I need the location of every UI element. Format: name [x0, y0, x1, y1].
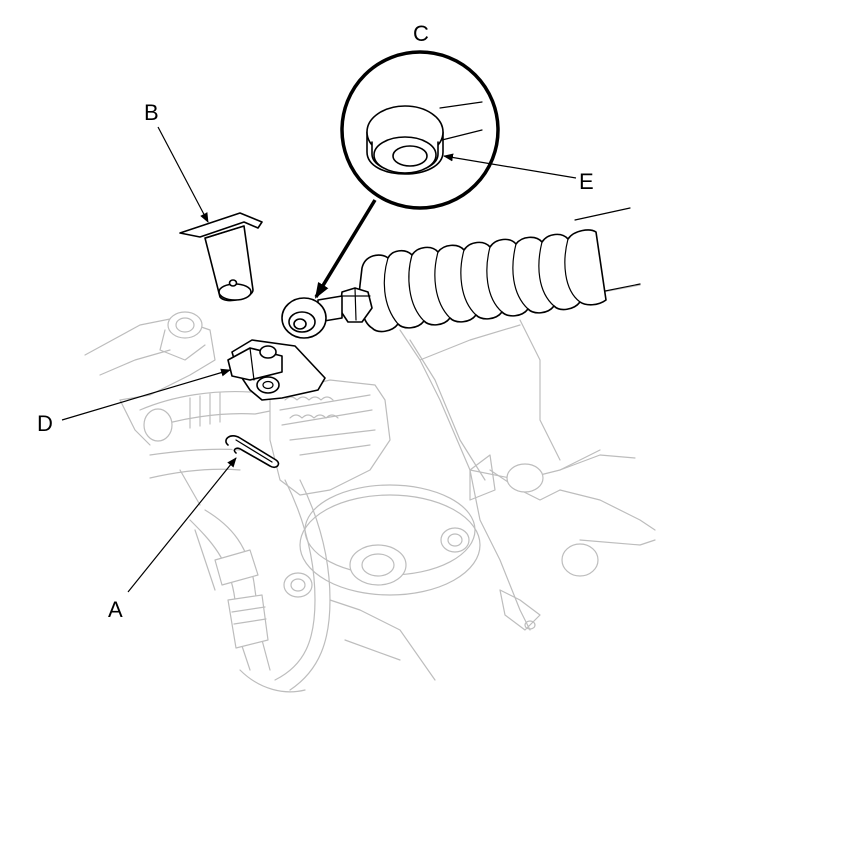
background-assembly [84, 284, 656, 693]
callout-label-e: E [579, 169, 594, 194]
leader-line-b [157, 126, 209, 223]
tie-rod-assembly [281, 207, 641, 339]
detail-c-magnified [314, 50, 500, 299]
callout-label-c: C [413, 21, 429, 46]
callout-label-d: D [37, 411, 53, 436]
detail-c-pointer-arrow [314, 199, 377, 299]
callout-label-b: B [144, 100, 159, 125]
leader-line-d [61, 368, 231, 421]
leader-line-e [443, 153, 577, 179]
steering-rack-boot [358, 229, 607, 333]
leader-line-a [127, 457, 237, 593]
tie-rod-boot-top-edge [574, 207, 631, 221]
retaining-clip-a [225, 435, 280, 469]
pivot-pin-b [179, 212, 263, 302]
callout-label-a: A [108, 597, 123, 622]
bracket-d [227, 339, 326, 401]
